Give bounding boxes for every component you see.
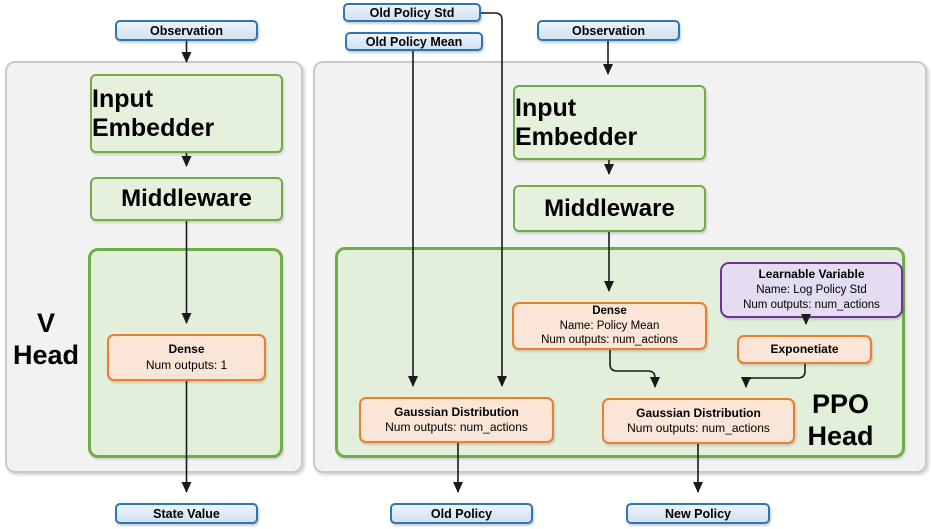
node-learnable-variable: Learnable Variable Name: Log Policy Std … <box>720 262 903 318</box>
node-observation-right-label: Observation <box>572 23 645 38</box>
node-middleware-right-label: Middleware <box>544 194 675 222</box>
node-gaussian-old-title: Gaussian Distribution <box>394 404 519 419</box>
node-new-policy-label: New Policy <box>665 506 731 521</box>
node-old-policy-std-label: Old Policy Std <box>369 5 455 20</box>
node-input-embedder-left: Input Embedder <box>90 74 283 153</box>
node-gaussian-new-title: Gaussian Distribution <box>636 405 761 420</box>
v-head-label-line2: Head <box>12 339 80 370</box>
node-gaussian-distribution-old: Gaussian Distribution Num outputs: num_a… <box>359 397 554 443</box>
node-exponetiate-label: Exponetiate <box>770 341 839 356</box>
node-middleware-right: Middleware <box>513 185 706 232</box>
node-observation-left-label: Observation <box>150 23 223 38</box>
node-observation-left: Observation <box>115 20 258 41</box>
node-dense-policy-mean-line1: Name: Policy Mean <box>559 319 660 332</box>
node-exponetiate: Exponetiate <box>737 335 872 364</box>
node-old-policy-std: Old Policy Std <box>343 3 481 22</box>
node-input-embedder-right-label: Input Embedder <box>515 93 638 151</box>
node-dense-policy-mean-title: Dense <box>592 304 627 317</box>
node-observation-right: Observation <box>537 20 680 41</box>
node-old-policy-label: Old Policy <box>430 506 493 521</box>
node-dense-v: Dense Num outputs: 1 <box>107 334 266 381</box>
v-head-label-line1: V <box>36 308 55 338</box>
ppo-head-label: PPO Head <box>798 389 883 453</box>
ppo-head-label-line1: PPO <box>811 389 870 419</box>
ppo-head-label-line2: Head <box>807 420 874 451</box>
node-learnable-variable-line2: Num outputs: num_actions <box>743 299 880 312</box>
node-dense-v-line1: Num outputs: 1 <box>145 357 228 372</box>
node-gaussian-old-line1: Num outputs: num_actions <box>385 420 528 434</box>
node-state-value: State Value <box>115 503 258 524</box>
node-input-embedder-right: Input Embedder <box>513 85 706 160</box>
node-old-policy: Old Policy <box>390 503 533 524</box>
node-state-value-label: State Value <box>153 506 220 521</box>
node-learnable-variable-title: Learnable Variable <box>758 267 865 282</box>
node-old-policy-mean-label: Old Policy Mean <box>365 34 463 49</box>
node-new-policy: New Policy <box>626 503 770 524</box>
node-learnable-variable-line1: Name: Log Policy Std <box>756 283 867 296</box>
node-middleware-left-label: Middleware <box>121 185 252 212</box>
v-head-label: V Head <box>6 308 86 372</box>
node-gaussian-distribution-new: Gaussian Distribution Num outputs: num_a… <box>602 398 795 444</box>
node-gaussian-new-line1: Num outputs: num_actions <box>627 421 770 435</box>
node-middleware-left: Middleware <box>90 177 283 221</box>
node-dense-policy-mean-line2: Num outputs: num_actions <box>541 334 678 347</box>
node-dense-policy-mean: Dense Name: Policy Mean Num outputs: num… <box>512 302 707 350</box>
node-dense-v-title: Dense <box>168 342 205 357</box>
node-input-embedder-left-label: Input Embedder <box>92 84 215 142</box>
node-old-policy-mean: Old Policy Mean <box>345 32 483 51</box>
